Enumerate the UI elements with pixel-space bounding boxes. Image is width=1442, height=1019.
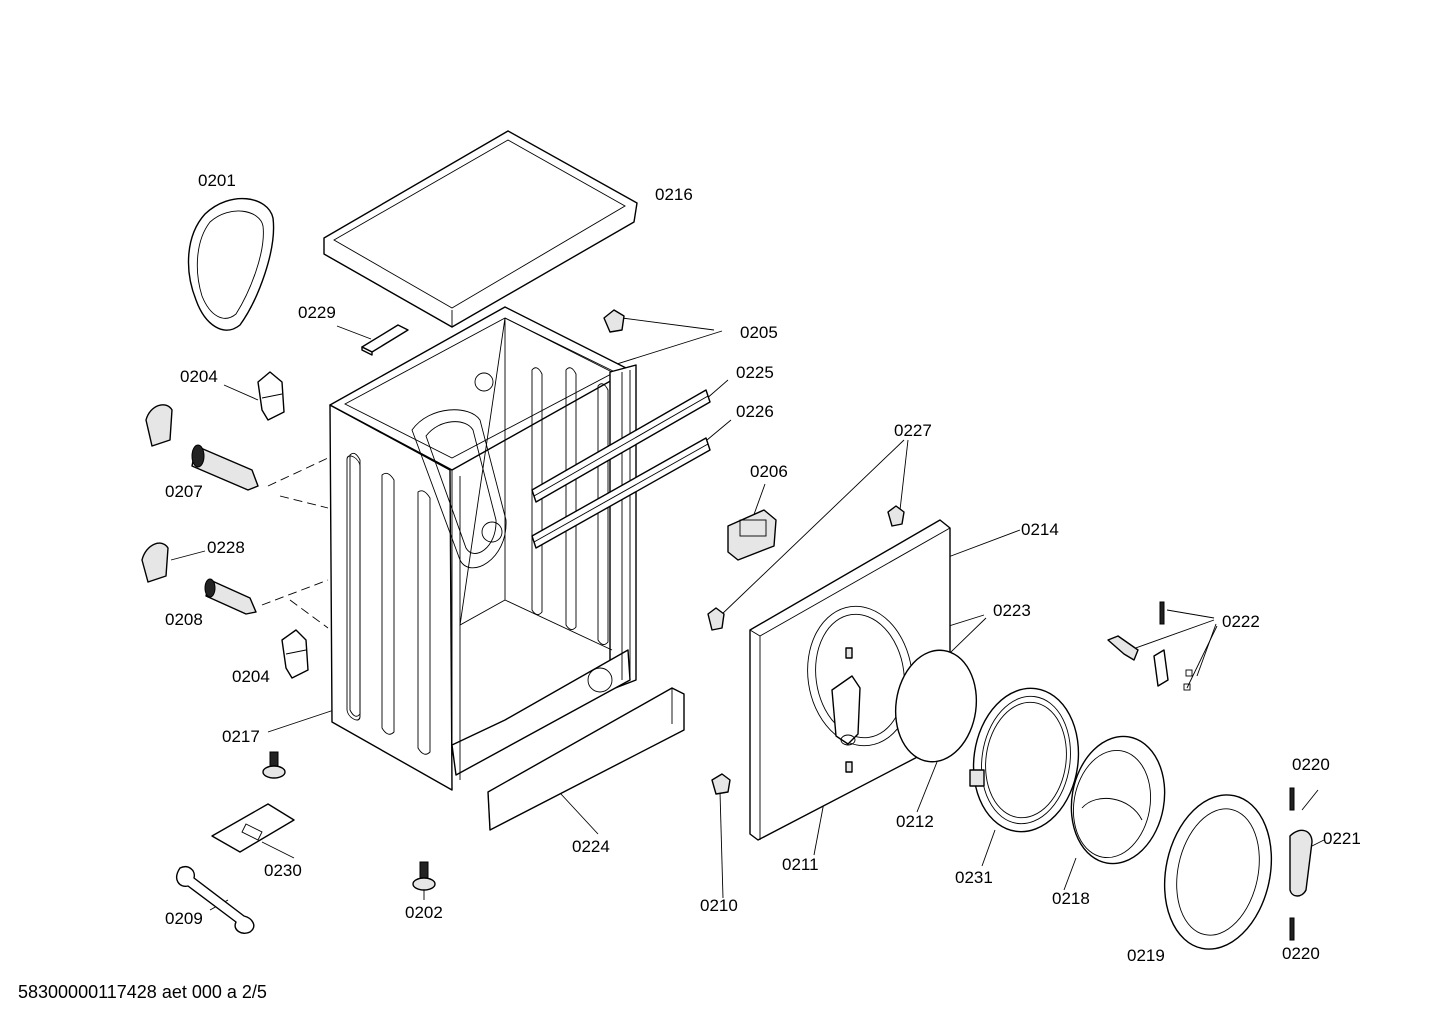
label-0217: 0217: [222, 727, 260, 746]
small-parts-0222: [1183, 669, 1193, 691]
door-glass-part-0212: [894, 649, 978, 763]
door-hinge-part-0211: [831, 675, 861, 746]
pin-part-0222: [1159, 601, 1165, 625]
bracket-part-0229: [361, 324, 409, 356]
rail-part-0225: [531, 389, 711, 503]
handle-part-0221: [1289, 829, 1313, 897]
label-0231: 0231: [955, 868, 993, 887]
clip-part-0227-b: [707, 607, 725, 631]
door-bowl-part-0218: [1070, 735, 1166, 865]
label-0222: 0222: [1222, 612, 1260, 631]
label-0227: 0227: [894, 421, 932, 440]
label-0226: 0226: [736, 402, 774, 421]
shock-absorber-part-0208: [204, 578, 257, 615]
label-0214: 0214: [1021, 520, 1059, 539]
plinth-part-0224: [487, 687, 685, 831]
label-0204: 0204: [180, 367, 218, 386]
door-outer-ring-part-0219: [1163, 794, 1273, 950]
label-0218: 0218: [1052, 889, 1090, 908]
label-0221: 0221: [1323, 829, 1361, 848]
label-0206: 0206: [750, 462, 788, 481]
label-0209: 0209: [165, 909, 203, 928]
door-lock-part-0206: [727, 509, 777, 561]
label-0228: 0228: [207, 538, 245, 557]
door-inner-ring-part-0231: [969, 687, 1080, 833]
door-gasket-part-0201: [187, 198, 275, 331]
bracket-part-0204-b: [281, 629, 309, 679]
label-0211: 0211: [782, 855, 819, 874]
label-0229: 0229: [298, 303, 336, 322]
hook-part-left-a: [145, 404, 173, 447]
label-0212: 0212: [896, 812, 934, 831]
cabinet-part-0217: [329, 306, 637, 791]
clip-part-0227-a: [887, 505, 905, 527]
foot-part-0202: [412, 861, 436, 891]
plate-part-0230: [211, 803, 295, 853]
lever-part-0222: [1107, 635, 1139, 661]
label-0205: 0205: [740, 323, 778, 342]
part-labels: 0201 0216 0229 0205 0225 0226 0204 0207 …: [165, 171, 1361, 965]
spanner-part-0209: [176, 866, 255, 934]
label-0220: 0220: [1292, 755, 1330, 774]
rail-part-0226: [531, 437, 711, 549]
pin-part-0220-a: [1289, 787, 1295, 811]
pin-part-0220-b: [1289, 917, 1295, 941]
document-id-footer: 58300000117428 aet 000 a 2/5: [18, 982, 267, 1002]
label-0210: 0210: [700, 896, 738, 915]
label-0230: 0230: [264, 861, 302, 880]
label-0225: 0225: [736, 363, 774, 382]
label-0208: 0208: [165, 610, 203, 629]
catch-part-0222: [1153, 649, 1169, 687]
label-0223: 0223: [993, 601, 1031, 620]
label-0207: 0207: [165, 482, 203, 501]
shock-absorber-part-0207: [191, 444, 259, 491]
foot-part-0210: [711, 773, 731, 795]
label-0216: 0216: [655, 185, 693, 204]
foot-part-left: [262, 751, 286, 779]
label-0202: 0202: [405, 903, 443, 922]
label-0201: 0201: [198, 171, 236, 190]
bracket-part-0204-a: [257, 371, 285, 421]
label-0224: 0224: [572, 837, 610, 856]
label-0219: 0219: [1127, 946, 1165, 965]
clip-part-0205-a: [603, 309, 625, 333]
hook-part-0228: [141, 542, 169, 583]
label-0204-b: 0204: [232, 667, 270, 686]
top-lid-part-0216: [323, 130, 638, 328]
label-0220-b: 0220: [1282, 944, 1320, 963]
